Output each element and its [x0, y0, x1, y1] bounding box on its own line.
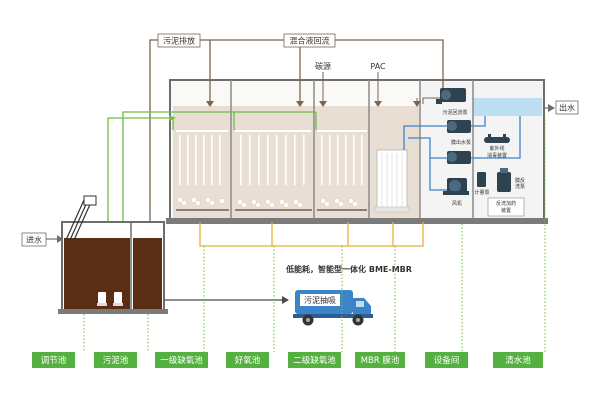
membrane-pump-label: 膜出水泵 [451, 139, 471, 146]
label-box-sludge [94, 352, 137, 368]
uv-disinfector [484, 134, 510, 143]
uv-label-2: 消毒装置 [487, 152, 507, 159]
blower-fan [443, 178, 469, 195]
sludge-return-line [422, 97, 443, 104]
label-box-mbr [355, 352, 405, 368]
truck-sign-bg [300, 294, 340, 306]
label-anoxic-2: 二级缺氧池 [293, 355, 336, 366]
label-anoxic-1: 一级缺氧池 [160, 355, 203, 366]
leader-lines [83, 116, 546, 352]
label-box-anoxic-1 [155, 352, 208, 368]
label-box-anoxic-2 [288, 352, 341, 368]
aeration-zone-2 [235, 130, 311, 185]
inlet-label: 进水 [26, 235, 42, 245]
label-box-aerobic [226, 352, 269, 368]
uv-label-1: 紫外线 [489, 145, 504, 152]
outlet-label: 出水 [559, 103, 575, 113]
outlet-arrow [548, 104, 555, 112]
carbon-source-label: 碳源 [315, 61, 331, 71]
label-box-equipment [425, 352, 468, 368]
sludge-reflux-pump [436, 88, 466, 104]
slogan: 低能耗，智能型一体化 BME-MBR [285, 264, 412, 274]
mixed-reflux-box [283, 33, 336, 48]
backwash-device-box [487, 197, 525, 217]
membrane-base [374, 206, 410, 213]
reflux-arrows [206, 101, 304, 107]
sludge-return-pipes [199, 222, 424, 247]
sludge-suction-arrow [282, 296, 289, 304]
effluent-pipes [403, 116, 521, 191]
aeration-zone-1 [176, 130, 228, 185]
lift-pump-1 [97, 292, 107, 306]
dosing-arrows [319, 101, 382, 107]
outlet-box [555, 100, 579, 115]
clear-water [473, 98, 542, 116]
sludge-discharge-box [157, 33, 201, 48]
membrane-backwash-pump [497, 168, 511, 192]
metering-pump [477, 172, 486, 187]
bubble-clusters [177, 197, 358, 208]
label-sludge: 污泥池 [103, 355, 129, 366]
label-box-clear-water [493, 352, 543, 368]
mixed-reflux-label: 混合液回流 [290, 36, 330, 46]
sludge-suction-label: 污泥抽吸 [304, 295, 336, 305]
membrane-effluent-pump-1 [447, 120, 471, 133]
membrane-effluent-pump-2 [447, 151, 471, 164]
meter-pump-label: 计量泵 [474, 189, 489, 196]
lift-pump-2 [113, 292, 123, 306]
label-equipment: 设备间 [434, 355, 460, 366]
label-clear-water: 清水池 [505, 355, 531, 366]
label-aerobic: 好氧池 [235, 355, 261, 366]
dosing-pipes [322, 72, 379, 104]
label-mbr: MBR 膜池 [361, 355, 400, 366]
tank-base [166, 218, 548, 224]
screen-motor [83, 195, 97, 206]
label-equalization: 调节池 [41, 355, 67, 366]
membrane-fibers [381, 153, 403, 207]
backwash-device-label-1: 反洗加药 [496, 200, 516, 207]
pac-label: PAC [370, 62, 386, 71]
backwash-device-label-2: 装置 [501, 207, 511, 214]
sludge-discharge-label: 污泥排放 [163, 36, 195, 46]
inlet-arrow [57, 235, 63, 243]
backwash-pump-label-1: 膜反 [515, 177, 525, 184]
air-arrows [169, 115, 176, 121]
tank-left-base [58, 309, 168, 314]
label-box-equalization [32, 352, 75, 368]
backwash-pump-label-2: 洗泵 [515, 183, 525, 190]
sludge-tank-fill [133, 238, 162, 310]
fan-label: 风机 [452, 200, 462, 207]
aeration-zone-3 [317, 130, 367, 185]
sludge-pump-label: 污泥回流泵 [442, 109, 467, 116]
